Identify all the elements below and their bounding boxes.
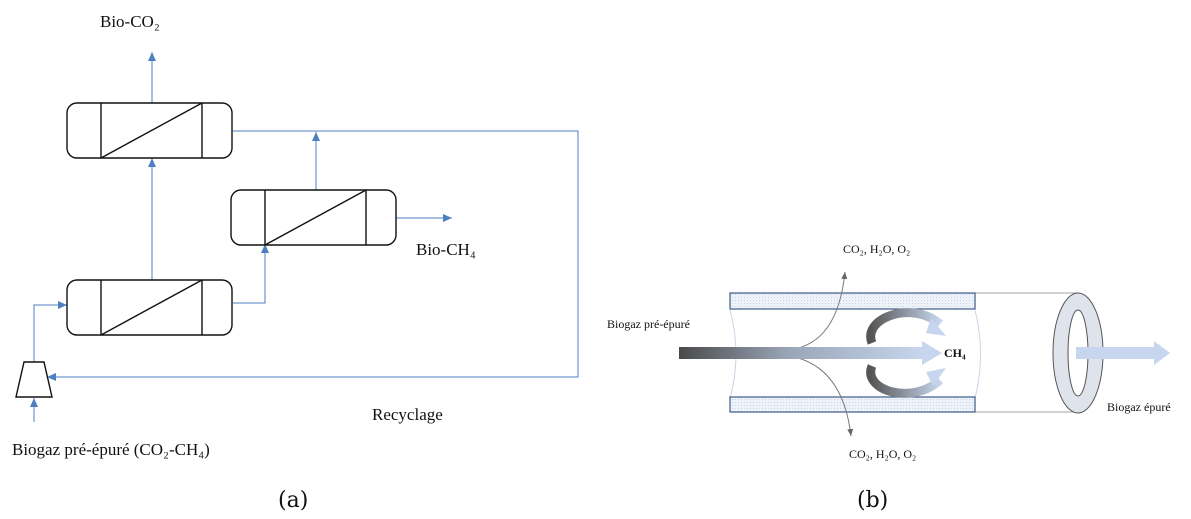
feed-label-b: Biogaz pré-épuré bbox=[607, 317, 690, 331]
panel-a-caption: (a) bbox=[278, 488, 308, 513]
membrane-module-2 bbox=[230, 189, 397, 246]
flow-module3-to-module2 bbox=[233, 244, 269, 304]
panel-a: Bio-CO₂ Bio-CH₄ Recyclage Biogaz pré-épu… bbox=[12, 12, 579, 513]
membrane-module-1 bbox=[66, 102, 233, 159]
permeate-arrow-top bbox=[789, 271, 848, 351]
ch4-center-label: CH₄ bbox=[944, 346, 966, 360]
membrane-wall-bottom bbox=[729, 396, 976, 413]
permeate-bottom-label: CO₂, H₂O, O₂ bbox=[849, 447, 916, 461]
purified-biogas-label: Biogaz épuré bbox=[1107, 400, 1171, 414]
recycle-label: Recyclage bbox=[372, 405, 443, 424]
permeate-top-label: CO₂, H₂O, O₂ bbox=[843, 242, 910, 256]
flow-compressor-to-module3 bbox=[33, 301, 67, 362]
bio-co2-label: Bio-CO₂ bbox=[100, 12, 160, 31]
recirculation-arrow-top bbox=[866, 308, 943, 345]
membrane-wall-top bbox=[729, 292, 976, 310]
membrane-module-3 bbox=[66, 279, 233, 336]
bio-ch4-label: Bio-CH₄ bbox=[416, 240, 476, 259]
feed-label: Biogaz pré-épuré (CO₂-CH₄) bbox=[12, 440, 210, 459]
outlet-flow-arrow bbox=[1076, 341, 1170, 365]
compressor-symbol bbox=[15, 361, 53, 398]
permeate-arrow-bottom bbox=[789, 355, 854, 437]
feed-flow-arrow bbox=[679, 341, 942, 365]
recirculation-arrow-bottom bbox=[866, 364, 944, 398]
panel-b-caption: (b) bbox=[857, 488, 888, 513]
panel-b: CO₂, H₂O, O₂ CO₂, H₂O, O₂ Biogaz pré-épu… bbox=[607, 242, 1171, 513]
flow-recycle-loop bbox=[47, 130, 579, 381]
